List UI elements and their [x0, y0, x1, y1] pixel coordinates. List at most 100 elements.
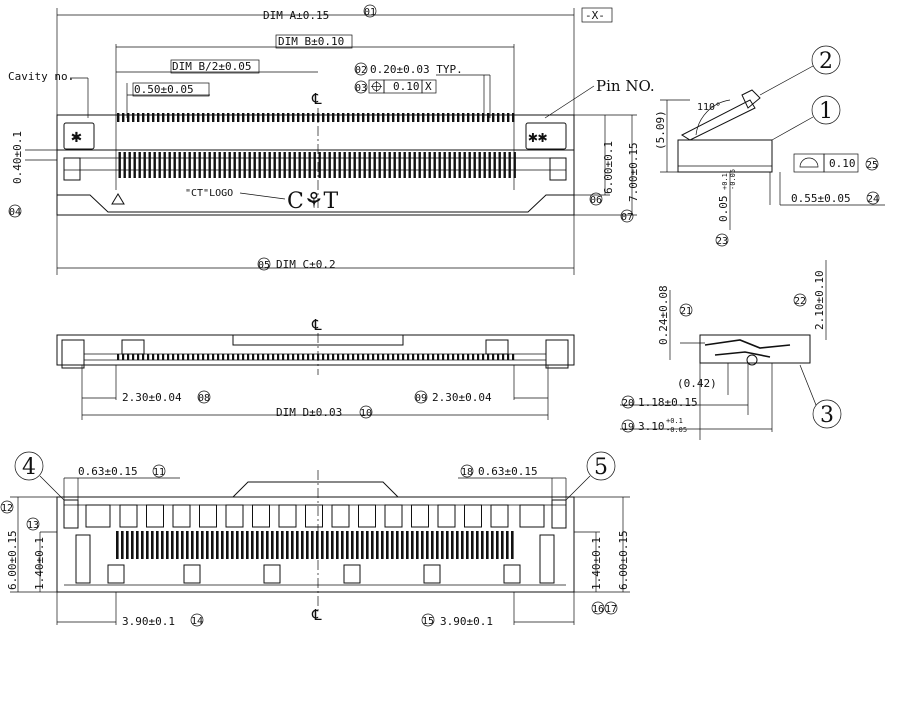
bottom-contact — [496, 531, 499, 559]
front-contact — [492, 354, 495, 360]
contact — [292, 113, 295, 122]
bottom-contact — [396, 531, 399, 559]
contact — [298, 152, 301, 178]
front-contact — [342, 354, 345, 360]
front-contact — [327, 354, 330, 360]
side-height: (5.09) — [654, 110, 667, 150]
contact — [352, 113, 355, 122]
front-contact — [252, 354, 255, 360]
front-contact — [372, 354, 375, 360]
contact — [288, 152, 291, 178]
slot — [119, 504, 138, 528]
front-contact — [307, 354, 310, 360]
contact — [182, 113, 185, 122]
centerline-top: ℄ — [311, 90, 322, 108]
front-contact — [472, 354, 475, 360]
pin-no-label: Pin NO. — [596, 77, 655, 95]
centerline-bottom: ℄ — [311, 606, 322, 624]
bottom-contact — [356, 531, 359, 559]
bottom-contact — [186, 531, 189, 559]
contact — [493, 152, 496, 178]
contact — [317, 113, 320, 122]
pad — [107, 564, 125, 584]
cavity-mark: ✱ — [71, 126, 82, 147]
bottom-contact — [306, 531, 309, 559]
front-contact — [162, 354, 165, 360]
contact — [418, 152, 421, 178]
contact — [467, 113, 470, 122]
contact — [202, 113, 205, 122]
contact — [387, 113, 390, 122]
contact — [187, 113, 190, 122]
contact — [307, 113, 310, 122]
bottom-contact — [416, 531, 419, 559]
front-contact — [222, 354, 225, 360]
contact — [158, 152, 161, 178]
bottom-contact — [336, 531, 339, 559]
contact — [322, 113, 325, 122]
contact — [468, 152, 471, 178]
ref-22: 22 — [794, 296, 806, 307]
contact — [258, 152, 261, 178]
bottom-contact — [226, 531, 229, 559]
bottom-view: ℄ 4 5 0.63±0.15 11 18 0.63±0.15 12 13 6.… — [0, 451, 630, 628]
bottom-contact — [171, 531, 174, 559]
bottom-contact — [321, 531, 324, 559]
contact — [452, 113, 455, 122]
front-contact — [262, 354, 265, 360]
bottom-contact — [381, 531, 384, 559]
contact — [247, 113, 250, 122]
dim-22: 2.10±0.10 — [813, 270, 826, 330]
bottom-contact — [426, 531, 429, 559]
contact — [423, 152, 426, 178]
front-contact — [292, 354, 295, 360]
bottom-contact — [201, 531, 204, 559]
contact — [313, 152, 316, 178]
contact — [508, 152, 511, 178]
contact — [263, 152, 266, 178]
contact — [218, 152, 221, 178]
front-contact — [412, 354, 415, 360]
front-view: ℄ 2.30±0.04 08 09 2.30±0.04 DIM D±0.03 1… — [56, 316, 575, 420]
bottom-contact — [371, 531, 374, 559]
contact — [232, 113, 235, 122]
front-contact — [302, 354, 305, 360]
front-contact — [122, 354, 125, 360]
contact — [438, 152, 441, 178]
contact — [333, 152, 336, 178]
contact — [153, 152, 156, 178]
bottom-contact — [466, 531, 469, 559]
bottom-contact — [376, 531, 379, 559]
slot — [464, 504, 482, 528]
ref-01: 01 — [364, 7, 376, 18]
contact — [287, 113, 290, 122]
bottom-contact — [486, 531, 489, 559]
front-contacts — [117, 354, 515, 360]
ref-10: 10 — [360, 408, 372, 419]
bottom-contact — [131, 531, 134, 559]
contact — [302, 113, 305, 122]
ref-15: 15 — [422, 616, 434, 627]
left-14: 1.40±0.1 — [33, 537, 46, 590]
pos-tol: 0.10 — [393, 80, 420, 93]
contact — [257, 113, 260, 122]
bottom-contact — [351, 531, 354, 559]
front-contact — [387, 354, 390, 360]
ref-14: 14 — [191, 616, 203, 627]
contact — [512, 113, 515, 122]
contact — [282, 113, 285, 122]
bottom-contact — [326, 531, 329, 559]
front-contact — [502, 354, 505, 360]
bottom-contact — [386, 531, 389, 559]
dim-18: 0.63±0.15 — [478, 465, 538, 478]
contact — [403, 152, 406, 178]
pad — [423, 564, 441, 584]
bottom-contact — [146, 531, 149, 559]
contact — [272, 113, 275, 122]
slot — [305, 504, 323, 528]
contact — [248, 152, 251, 178]
contact — [413, 152, 416, 178]
contact — [513, 152, 516, 178]
front-contact — [157, 354, 160, 360]
